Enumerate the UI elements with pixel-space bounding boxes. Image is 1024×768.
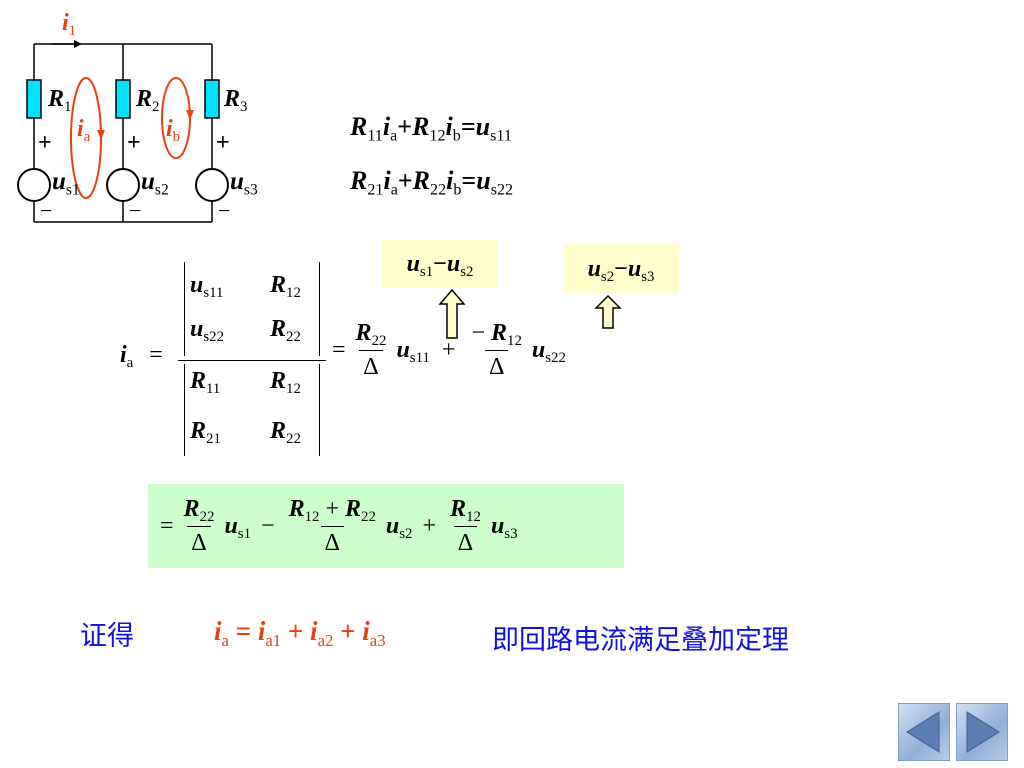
equation-2: R21ia+R22ib=us22 [350, 166, 514, 199]
callout-us2-us3: us2−us3 [563, 244, 679, 294]
label-ib: ib [166, 116, 181, 146]
minus-3: − [218, 198, 231, 223]
determinant-numerator [184, 262, 320, 356]
superposition-equation: ia = ia1 + ia2 + ia3 [214, 616, 386, 650]
triangle-right-icon [966, 711, 1000, 753]
det-num-22: R22 [270, 316, 301, 346]
det-den-21: R21 [190, 418, 221, 448]
label-ia: ia [77, 116, 91, 146]
det-den-22: R22 [270, 418, 301, 448]
minus-1: − [40, 198, 53, 223]
source-us2 [106, 168, 140, 202]
det-num-21: us22 [190, 316, 225, 346]
next-slide-button[interactable] [956, 703, 1008, 761]
conclusion-suffix: 即回路电流满足叠加定理 [492, 625, 789, 656]
equation-1: R11ia+R12ib=us11 [350, 112, 512, 145]
resistor-r1 [26, 79, 42, 119]
label-us2: us2 [141, 168, 169, 199]
label-us3: us3 [230, 168, 258, 199]
det-den-12: R12 [270, 368, 301, 398]
determinant-fraction: us11 R12 us22 R22 R11 R12 R21 R22 [178, 258, 326, 458]
conclusion-prefix: 证得 [80, 621, 134, 652]
source-us3 [195, 168, 229, 202]
circuit-diagram: i1 R1 R2 R3 ia ib + + + us1 us2 us3 − − … [0, 0, 300, 230]
source-us1 [17, 168, 51, 202]
i1-arrow [74, 40, 82, 48]
det-num-12: R12 [270, 272, 301, 302]
triangle-left-icon [906, 711, 940, 753]
arrow-up-left-icon [438, 288, 466, 339]
minus-2: − [129, 198, 142, 223]
det-den-11: R11 [190, 368, 221, 398]
label-r1: R1 [48, 86, 72, 116]
prev-slide-button[interactable] [898, 703, 950, 761]
resistor-r2 [115, 79, 131, 119]
plus-3: + [216, 130, 230, 156]
arrow-up-right-icon [594, 294, 622, 329]
plus-1: + [38, 130, 52, 156]
resistor-r3 [204, 79, 220, 119]
det-num-11: us11 [190, 272, 224, 302]
callout-us1-us2: us1−us2 [382, 240, 498, 288]
circuit-svg [17, 40, 229, 223]
label-r3: R3 [224, 86, 248, 116]
label-i1: i1 [62, 10, 77, 40]
plus-2: + [127, 130, 141, 156]
label-r2: R2 [136, 86, 160, 116]
label-us1: us1 [52, 168, 80, 199]
determinant-denominator [184, 364, 320, 456]
formula-ia-lhs: ia = [120, 342, 163, 372]
